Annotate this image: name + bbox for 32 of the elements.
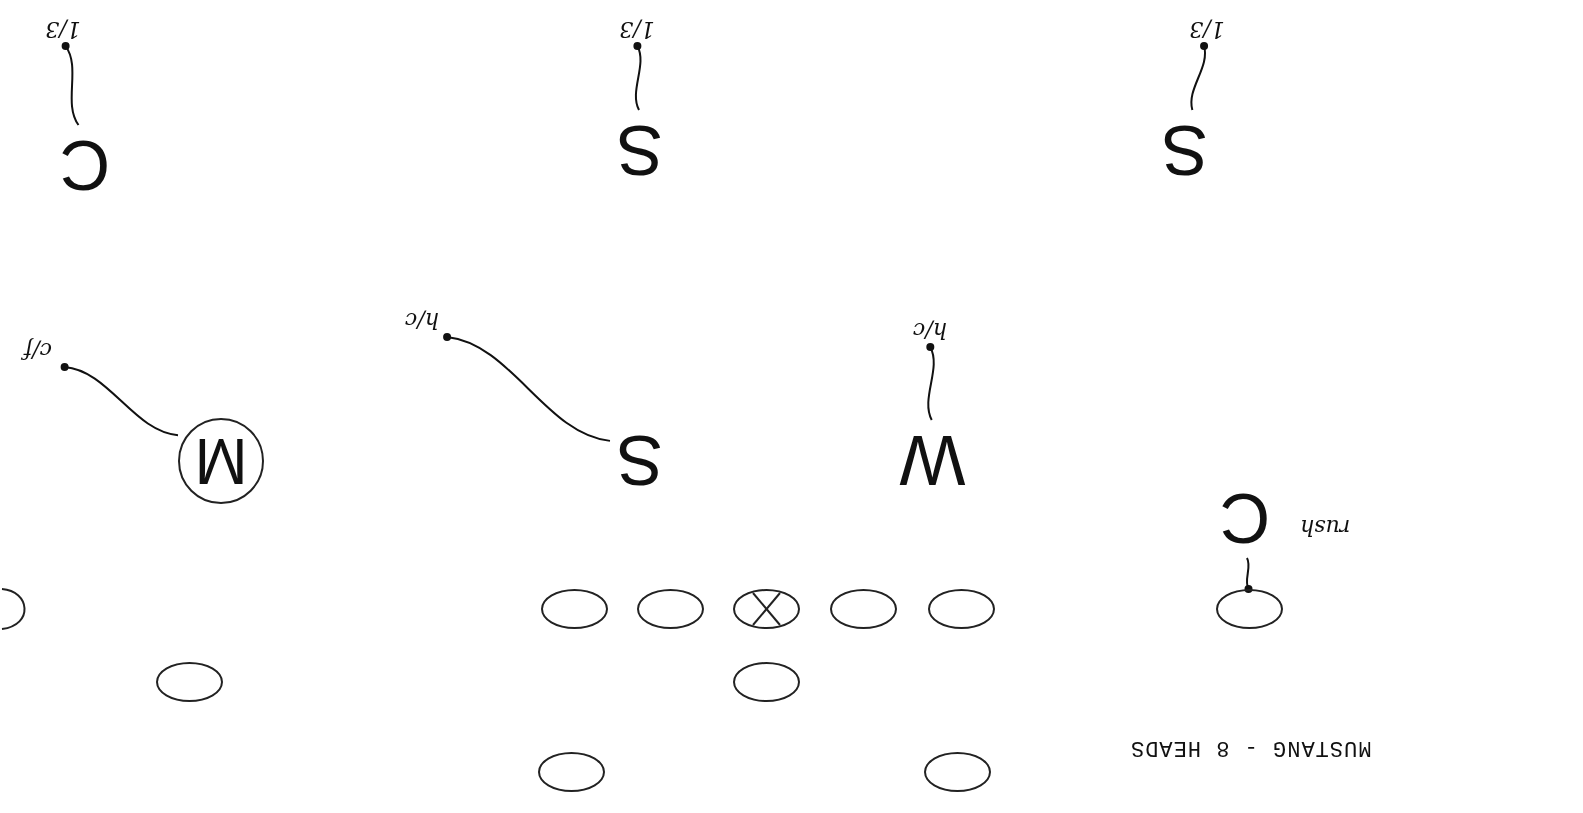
defender-letter: S [1155, 110, 1215, 190]
player-oval [1216, 589, 1283, 629]
handwritten-note: c/f [8, 335, 68, 367]
route-line [1244, 557, 1253, 593]
player-oval [156, 662, 223, 702]
handwritten-note: 1/3 [1182, 14, 1232, 46]
player-oval [637, 589, 704, 629]
defender-letter: S [610, 420, 670, 500]
player-oval [830, 589, 897, 629]
defender-letter: S [610, 110, 670, 190]
route-line [1190, 42, 1209, 111]
handwritten-note: rush [1300, 515, 1351, 540]
defender-letter: W [895, 420, 970, 500]
player-oval [928, 589, 995, 629]
handwritten-note: 1/3 [612, 14, 662, 46]
route-line [61, 42, 80, 126]
handwritten-note: h/c [392, 305, 452, 337]
handwritten-note: 1/3 [38, 14, 88, 46]
circled-defender: M [178, 418, 264, 504]
caption: MUSTANG - 8 HEADS [1130, 735, 1372, 760]
route-line [633, 42, 642, 111]
route-line [60, 363, 179, 437]
defender-letter: C [55, 125, 115, 205]
player-oval [541, 589, 608, 629]
player-oval [733, 662, 800, 702]
player-oval [924, 752, 991, 792]
route-line [926, 343, 935, 421]
handwritten-note: h/c [900, 315, 960, 347]
route-line [443, 333, 611, 442]
player-oval [538, 752, 605, 792]
defender-letter: C [1215, 478, 1275, 558]
center-oval [733, 589, 800, 629]
